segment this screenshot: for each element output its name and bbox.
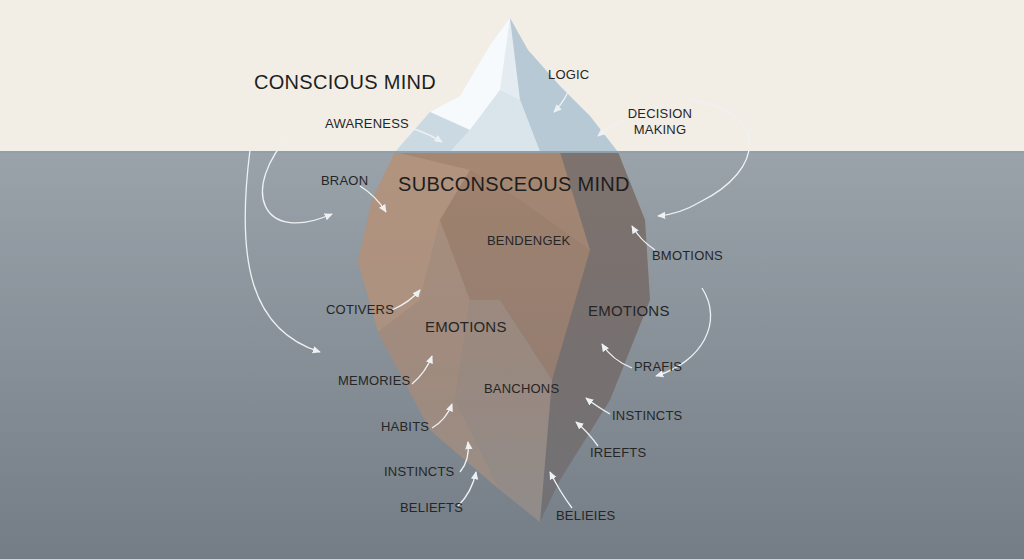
- sky-ground: [0, 0, 1024, 152]
- mind-label: INSTINCTS: [384, 464, 454, 480]
- mind-label: BENDENGEK: [487, 233, 570, 249]
- mind-label: DECISION MAKING: [620, 106, 700, 137]
- mind-label: HABITS: [381, 419, 429, 435]
- mind-label: BANCHONS: [484, 381, 559, 397]
- mind-label: EMOTIONS: [425, 318, 507, 336]
- mind-label: PRAFIS: [634, 359, 682, 375]
- region-title: SUBCONSCEOUS MIND: [398, 172, 630, 196]
- mind-label: EMOTIONS: [588, 302, 670, 320]
- water-ground: [0, 152, 1024, 559]
- mind-label: IREEFTS: [590, 445, 646, 461]
- iceberg-underwater: [358, 152, 650, 522]
- leader-lines: [245, 86, 749, 508]
- mind-label: BELIEFTS: [400, 500, 463, 516]
- mind-label: BELIEIES: [556, 508, 615, 524]
- mind-label: BRAON: [321, 173, 368, 189]
- mind-label: INSTINCTS: [612, 408, 682, 424]
- mind-label: LOGIC: [548, 67, 589, 83]
- mind-label: AWARENESS: [325, 116, 409, 132]
- region-title: CONSCIOUS MIND: [254, 70, 436, 94]
- mind-label: MEMORIES: [338, 373, 410, 389]
- mind-label: BMOTIONS: [652, 248, 723, 264]
- mind-label: COTIVERS: [326, 302, 394, 318]
- water-line: [0, 151, 1024, 153]
